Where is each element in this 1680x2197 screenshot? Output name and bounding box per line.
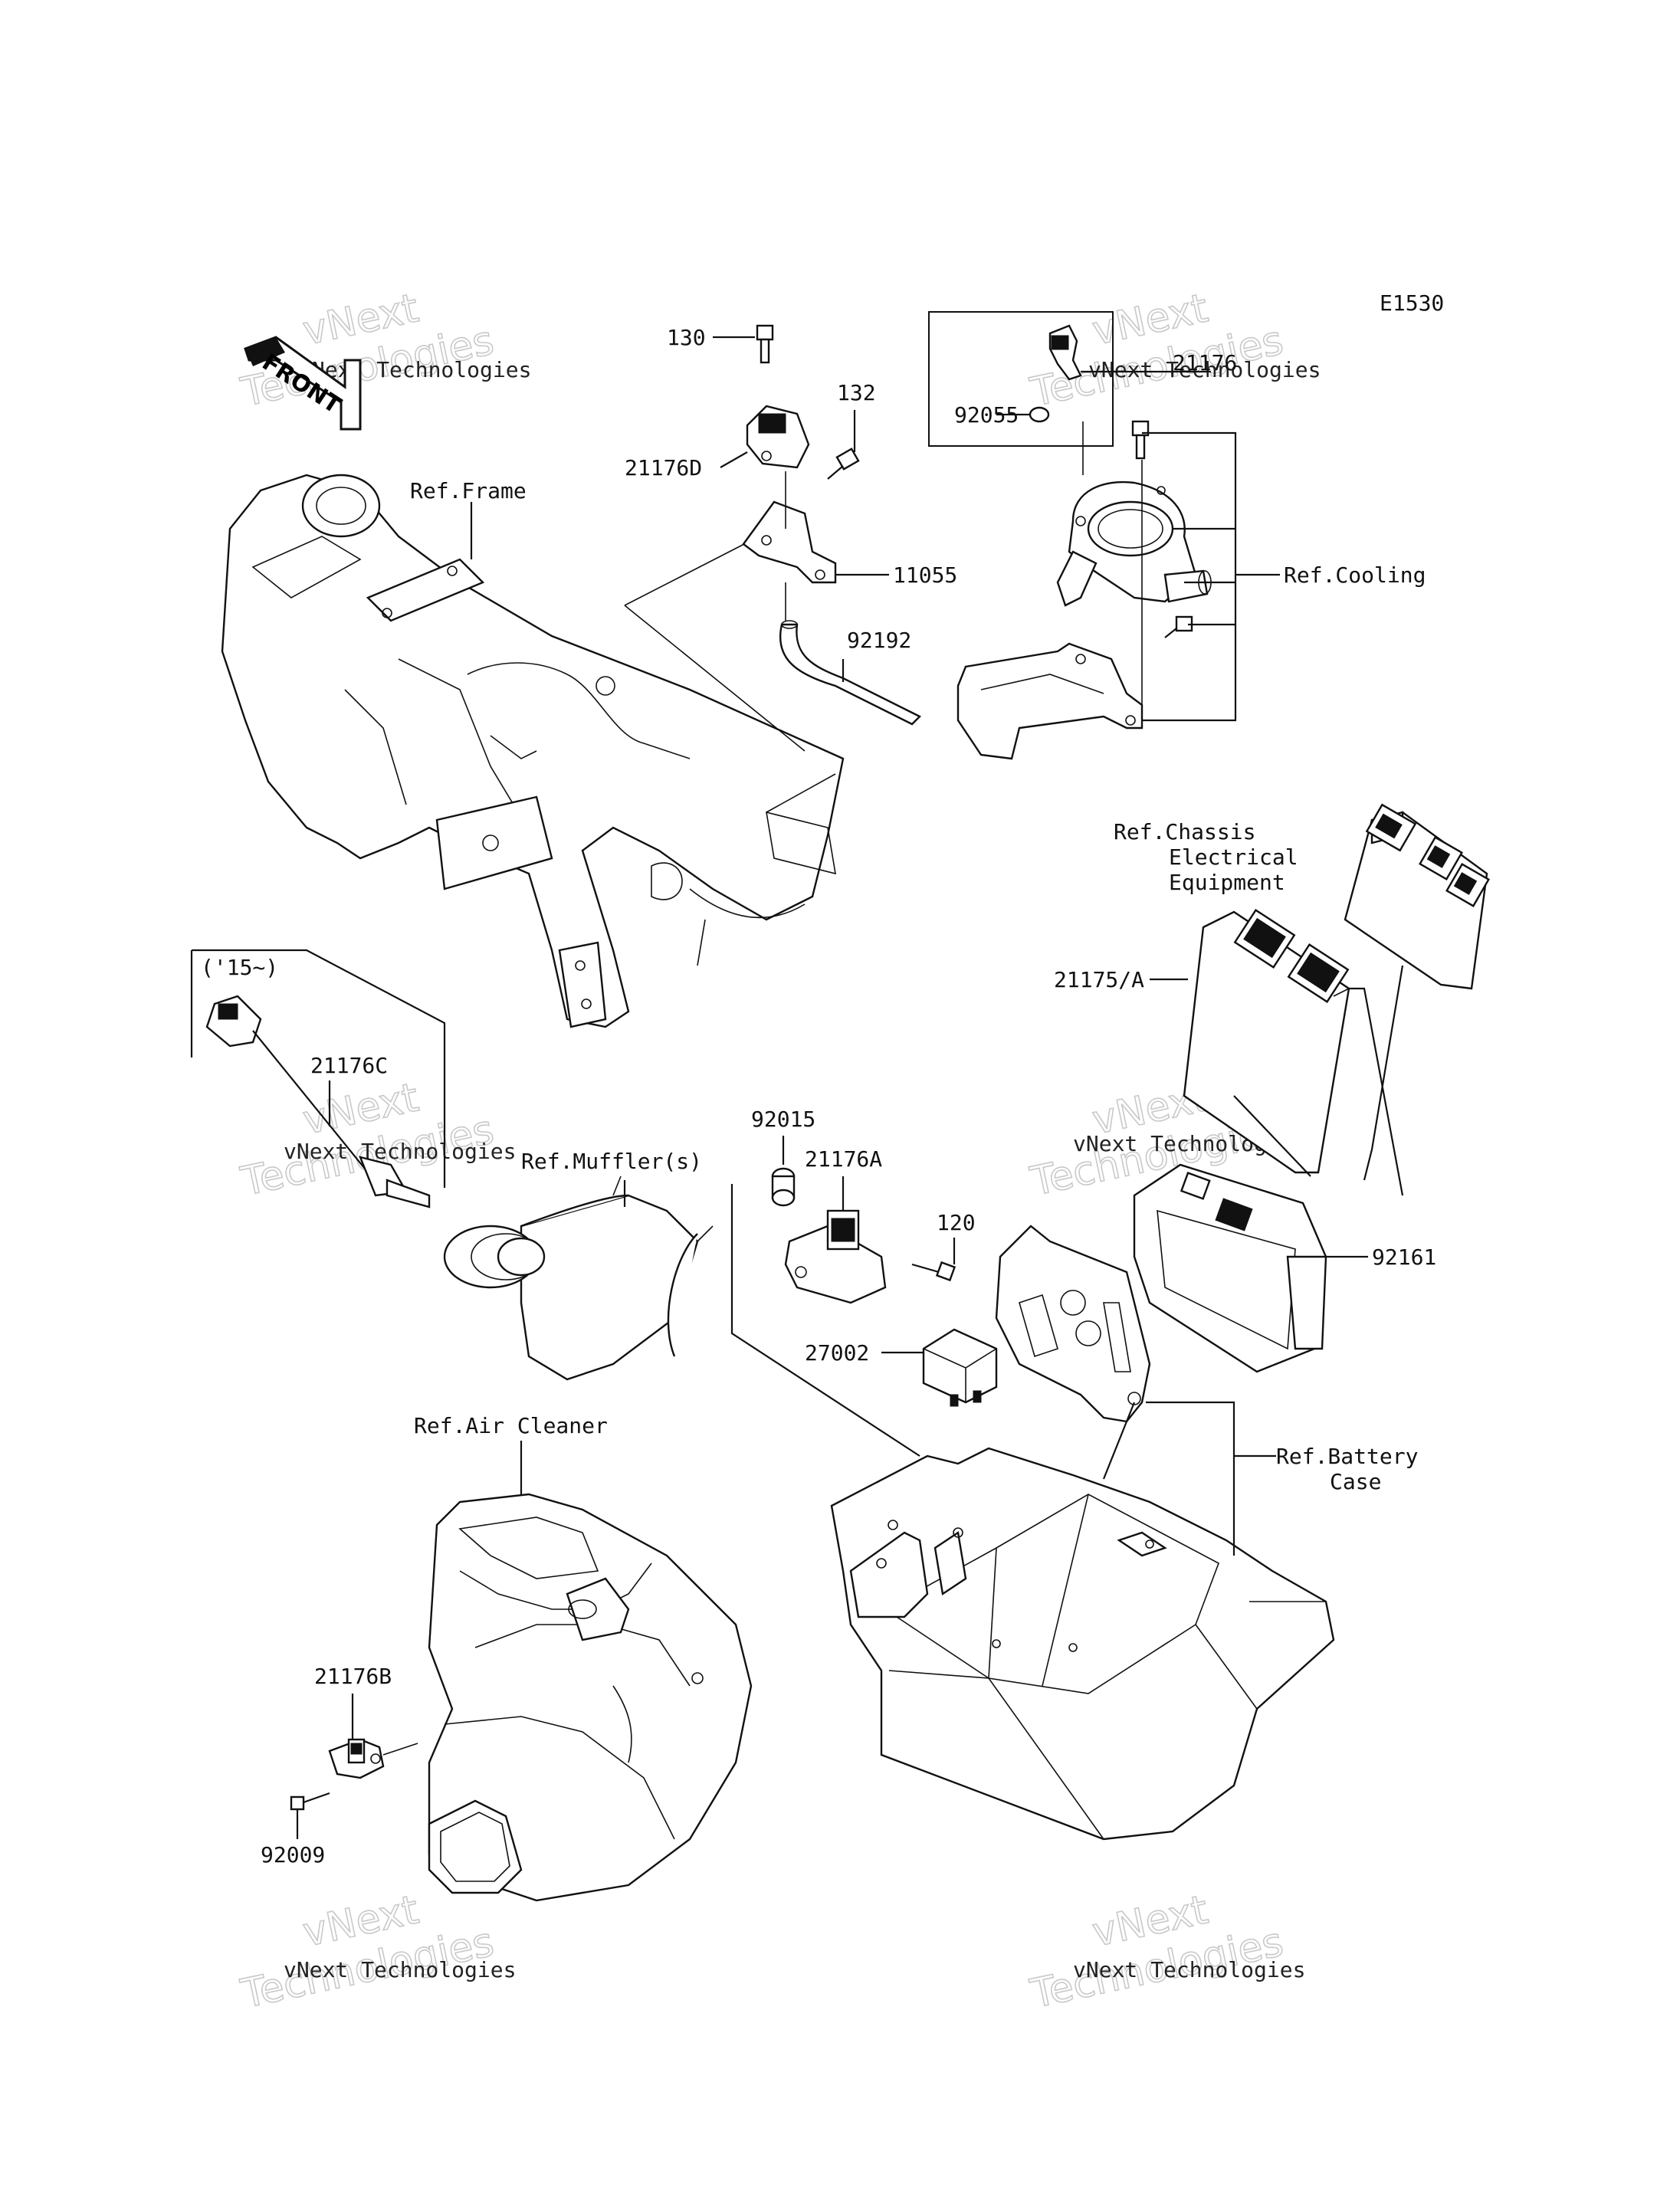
ref-muffler-label: Ref.Muffler(s) <box>521 1149 702 1174</box>
watermark-small: vNext Technologies <box>284 1957 516 1982</box>
bolt-132-icon <box>827 448 860 480</box>
label-21176C: 21176C <box>310 1053 388 1078</box>
label-27002: 27002 <box>805 1340 869 1366</box>
ref-cooling-bracket-lines <box>1142 431 1280 722</box>
ref-chassis-label-2: Electrical <box>1169 844 1298 870</box>
label-21176D: 21176D <box>625 455 702 480</box>
bolt-120-icon <box>911 1261 956 1282</box>
watermark-bottom-right: vNext Technologies vNext Technologies <box>1025 1887 1305 2018</box>
chassis-module-icon <box>1344 803 1490 990</box>
label-92015: 92015 <box>751 1107 815 1132</box>
battery-case-illustration <box>830 1447 1335 1841</box>
ref-battery-label-2: Case <box>1330 1469 1381 1494</box>
label-21176B: 21176B <box>314 1664 392 1689</box>
sensor-21176A-icon <box>784 1209 887 1304</box>
ecu-case-92161-icon <box>1133 1163 1327 1373</box>
bracket-11055-icon <box>742 500 837 584</box>
sensor-21176B-icon <box>328 1738 418 1779</box>
ecu-leader-lines <box>1233 965 1404 1196</box>
cooling-bracket-icon <box>956 642 1144 760</box>
ref-cooling-label: Ref.Cooling <box>1284 562 1426 588</box>
frame-illustration <box>221 474 845 1028</box>
ref-battery-bracket-lines <box>1102 1401 1276 1556</box>
label-92055: 92055 <box>954 402 1019 428</box>
label-132: 132 <box>837 380 876 405</box>
watermark-bottom-left: vNext Technologies vNext Technologies <box>236 1887 516 2018</box>
92015-leader-bracket <box>730 1184 920 1457</box>
sensor-21176D-icon <box>746 405 810 469</box>
air-cleaner-illustration <box>428 1493 753 1902</box>
label-130: 130 <box>667 325 706 350</box>
washer-92055-icon <box>1029 406 1050 423</box>
label-92161: 92161 <box>1372 1244 1436 1270</box>
relay-27002-icon <box>922 1328 998 1407</box>
sensor-21176-icon <box>1048 324 1082 381</box>
inset-box-21176 <box>928 311 1114 447</box>
label-year-note: ('15~) <box>201 955 278 980</box>
watermark-small: vNext Technologies <box>1073 1957 1305 1982</box>
collar-92015-icon <box>771 1167 796 1207</box>
muffler-illustration <box>443 1176 714 1381</box>
ref-battery-label-1: Ref.Battery <box>1276 1444 1418 1469</box>
bolt-side-cooling-icon <box>1164 615 1193 638</box>
diagram-code: E1530 <box>1380 290 1444 316</box>
ref-chassis-label-3: Equipment <box>1169 870 1285 895</box>
bolt-130-icon <box>756 324 774 364</box>
year-note-bracket <box>190 949 446 1188</box>
screw-92009-icon <box>290 1792 330 1811</box>
label-120: 120 <box>937 1210 976 1235</box>
watermark-small: vNext Technologies <box>1088 357 1321 382</box>
label-92009: 92009 <box>261 1842 325 1867</box>
hose-92192-icon <box>779 620 922 726</box>
label-21175A: 21175/A <box>1054 967 1144 992</box>
bracket-plate-icon <box>995 1225 1151 1423</box>
label-21176: 21176 <box>1173 350 1237 375</box>
bolt-top-cooling-icon <box>1131 420 1150 460</box>
ecu-21175A-icon <box>1183 909 1350 1174</box>
ref-frame-label: Ref.Frame <box>410 478 527 503</box>
thermostat-housing-icon <box>1056 480 1212 607</box>
ref-chassis-label-1: Ref.Chassis <box>1114 819 1255 844</box>
sensor-21176C-icon <box>205 995 431 1208</box>
label-92192: 92192 <box>847 628 911 653</box>
label-11055: 11055 <box>893 562 957 588</box>
ref-air-cleaner-label: Ref.Air Cleaner <box>414 1413 608 1438</box>
watermark-small: vNext Technologies <box>284 1139 516 1164</box>
label-21176A: 21176A <box>805 1146 882 1172</box>
watermark-small: vNext Technologies <box>299 357 531 382</box>
